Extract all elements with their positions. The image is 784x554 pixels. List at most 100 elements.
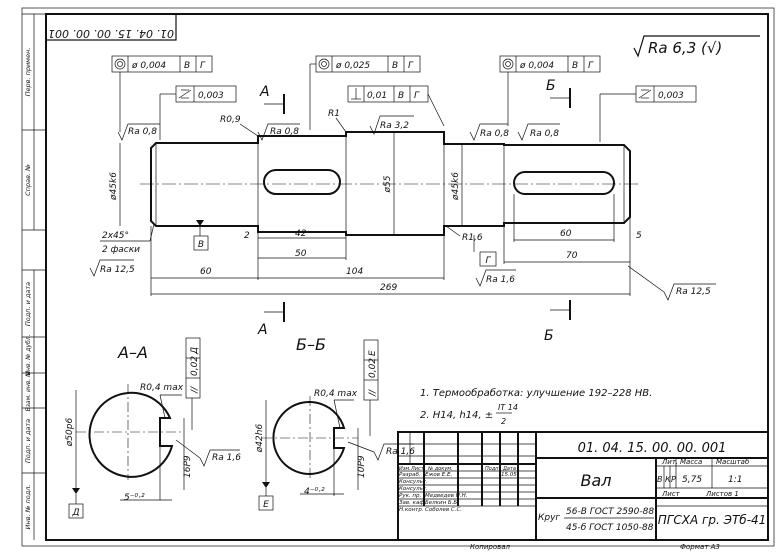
sec-b-radius: R0,4 max [314,389,358,399]
ra-7: Ra 1,6 [486,275,515,285]
scale-value: 1:1 [728,475,742,485]
dim-269: 269 [380,283,397,293]
ra-1: Ra 0,8 [128,127,157,137]
tol5-value: 0,01 [367,91,387,101]
general-roughness: Ra 6,3 (√) [633,35,760,58]
side-label-7: Инв. № подл. [24,485,32,530]
tolerance-frame-2: ø 0,025 В Г [309,55,421,130]
dim-2: 2 [244,231,250,241]
tb-row-name: Медведев Н.Н. [425,493,468,499]
left-margin-strip: Перв. примен. Справ. № Подп. и дата Инв.… [22,13,46,540]
tol2-b2: Г [408,61,414,71]
col-sign: Подп. [485,466,500,472]
tol1-value: ø 0,004 [131,61,166,71]
col-date: Дата [502,466,516,472]
diameter-labels: ø45k6 ø55 ø45k6 [109,132,463,235]
section-aa-title: А–А [117,343,148,362]
tol4-value: 0,003 [198,91,224,101]
tolerance-frame-6: 0,003 [599,85,697,142]
mass-header: Масса [680,458,702,466]
section-a-label-bottom: А [257,322,268,338]
sec-a-radius: R0,4 max [140,383,184,393]
section-mark-b-bottom: Б [544,300,571,344]
lit-1: В [657,475,663,484]
dim-60-right: 60 [560,229,572,239]
material-prefix: Круг [538,513,560,523]
dia-right: ø45k6 [451,172,461,201]
side-label-4: Инв. № дубл. [25,334,32,375]
ra-6: Ra 12,5 [100,265,135,275]
datum-g-label: Г [485,256,491,266]
tol2-b1: В [392,61,398,71]
ra-3: Ra 3,2 [380,121,409,131]
sec-a-datum-box: Д [71,508,79,518]
technical-notes: 1. Термообработка: улучшение 192–228 HB.… [420,387,652,426]
tb-row-role: Зав. каф. [399,500,426,506]
sec-a-width: 16P9 [183,455,193,478]
lit-header: Лит. [661,458,678,466]
general-roughness-text: Ra 6,3 (√) [648,39,722,57]
section-mark-a-top: А [259,84,285,114]
roughness-marks: Ra 0,8 Ra 0,8 Ra 3,2 Ra 0,8 Ra 0,8 Ra 12… [89,115,716,301]
chamfer-count: 2 фаски [102,245,140,255]
tol1-b2: Г [200,61,206,71]
chamfer-size: 2x45° [102,231,129,241]
note-frac-num: IT 14 [498,403,518,412]
tol2-value: ø 0,025 [335,61,370,71]
tb-row-role: Разраб. [399,472,421,478]
ra-2: Ra 0,8 [270,127,299,137]
dia-left: ø45k6 [109,172,119,201]
sheets-label: Листов 1 [705,490,739,498]
outer-frame [21,7,775,547]
tb-row-date: 15.05 [501,472,517,478]
tb-row-name: Белкин Б.Б. [425,500,459,506]
scale-header: Масштаб [716,458,750,466]
tolerance-frame-4: 0,003 [159,85,237,140]
sec-b-depth: 4⁻⁰·² [304,487,325,497]
tb-row-role: Консульт. [399,479,428,485]
material-2: 45-б ГОСТ 1050-88 [566,523,654,533]
tol5-b2: Г [414,91,420,101]
sec-a-parallel-icon: // [190,386,200,394]
sec-b-parallel-icon: // [368,389,378,397]
section-mark-a-bottom: А [257,302,285,338]
organization: ПГСХА гр. ЭТб-41 [658,513,767,527]
dim-104: 104 [346,267,363,277]
side-label-1: Перв. примен. [24,48,32,97]
tolerance-frame-3: ø 0,004 В Г [499,55,601,126]
section-bb: ø42h6 R0,4 max // 0,02 Е 10P9 4⁻⁰·² Ra 1… [255,339,415,511]
ra-sec-a: Ra 1,6 [212,453,241,463]
section-a-label-top: А [259,84,270,100]
tb-row-role: Консульт. [399,486,428,492]
sec-a-dia: ø50p6 [65,418,75,448]
section-mark-b-top: Б [546,78,571,108]
side-label-6: Подп. и дата [24,419,32,463]
col-list: Лист [410,466,425,472]
radius-1: R0,9 [220,115,241,125]
tol1-b1: В [184,61,190,71]
tol6-value: 0,003 [658,91,684,101]
section-bb-title: Б–Б [296,335,326,354]
sec-a-datum-ref: Д [190,347,200,355]
sec-b-datum-box: Е [263,500,269,510]
stamp-designation: 01. 04. 15. 00. 00. 001 [48,27,174,40]
sec-a-depth: 5⁻⁰·² [124,493,145,503]
mass-value: 5,75 [682,475,702,485]
side-label-3: Подп. и дата [24,282,32,326]
section-b-label-top: Б [546,78,556,94]
datum-v-label: В [198,240,204,250]
tb-row-role: Н.контр. [399,507,424,513]
dim-70: 70 [566,251,578,261]
format-label: Формат А3 [680,543,720,551]
note-frac-den: 2 [501,417,506,426]
dim-50: 50 [295,249,307,259]
sec-b-width: 10P9 [357,455,367,478]
sec-b-datum-ref: Е [368,350,378,356]
dimensions: 42 2 50 60 104 269 60 70 5 [150,194,642,296]
dim-5: 5 [636,231,642,241]
tolerance-frame-1: ø 0,004 В Г [111,55,213,132]
radius-2: R1 [328,109,340,119]
ra-8: Ra 12,5 [676,287,711,297]
tol3-value: ø 0,004 [519,61,554,71]
